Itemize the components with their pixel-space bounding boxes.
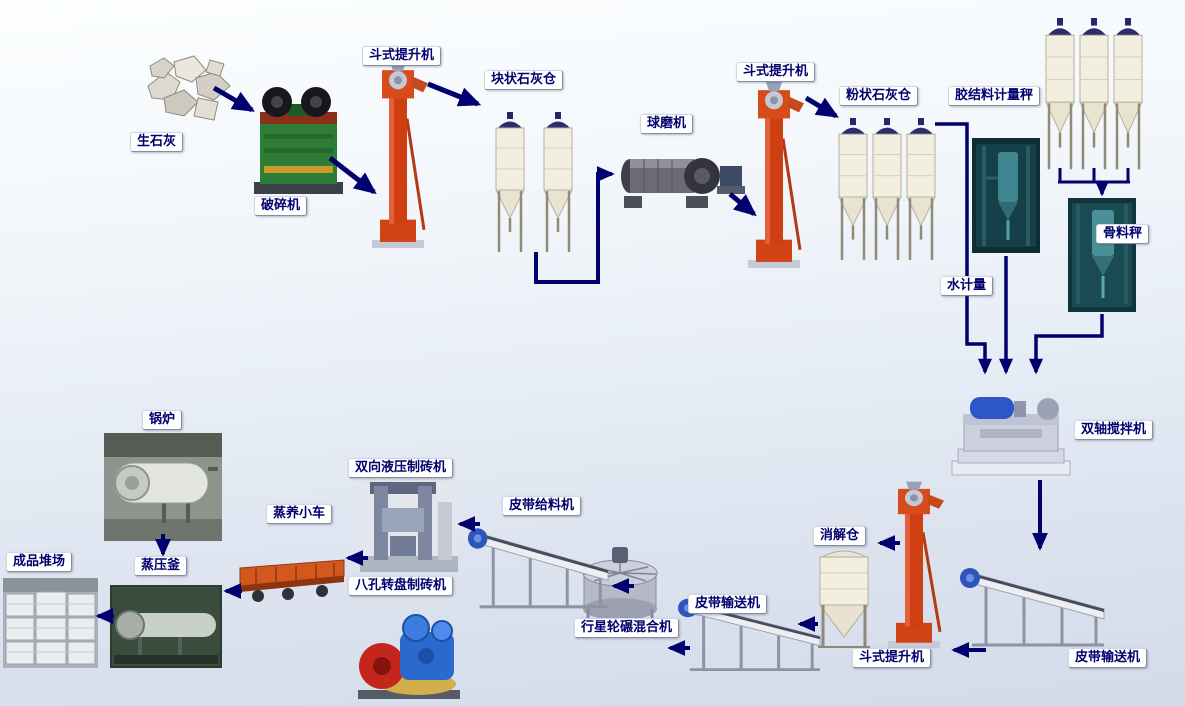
label-bucket-elevator-1: 斗式提升机 [362, 46, 442, 66]
finished-product-yard-image [3, 578, 98, 668]
belt-feeder-icon [466, 513, 612, 615]
label-lump-lime-silo: 块状石灰仓 [484, 70, 564, 90]
label-water-metering: 水计量 [940, 276, 994, 296]
ball-mill-icon [614, 140, 746, 216]
digestion-silo-icon [812, 545, 876, 652]
rotary-brick-machine-icon [356, 604, 462, 702]
label-crusher: 破碎机 [254, 196, 308, 216]
label-bucket-elevator-3: 斗式提升机 [852, 648, 932, 668]
bucket-elevator-2-icon [738, 78, 810, 270]
label-quicklime: 生石灰 [130, 132, 184, 152]
boiler-image [104, 433, 222, 541]
hydraulic-brick-machine-image [360, 478, 458, 572]
label-rotary-brick-machine: 八孔转盘制砖机 [348, 576, 454, 596]
autoclave-image [110, 585, 222, 668]
label-autoclave: 蒸压釜 [134, 556, 188, 576]
belt-conveyor-right-icon [958, 553, 1108, 653]
twin-shaft-mixer-icon [950, 385, 1072, 478]
steam-curing-cart-icon [236, 552, 348, 606]
quicklime-pile-icon [140, 52, 235, 130]
label-powder-lime-silo: 粉状石灰仓 [839, 86, 919, 106]
binder-scale-image [972, 138, 1040, 253]
label-digestion-silo: 消解仓 [813, 526, 867, 546]
bucket-elevator-3-icon [878, 478, 950, 650]
label-planetary-wheel-mixer: 行星轮碾混合机 [574, 618, 680, 638]
label-belt-feeder: 皮带给料机 [502, 496, 582, 516]
label-steam-curing-cart: 蒸养小车 [266, 504, 333, 524]
label-binder-metering-scale: 胶结料计量秤 [948, 86, 1041, 106]
aggregate-scale-image [1068, 198, 1136, 312]
label-ball-mill: 球磨机 [640, 114, 694, 134]
label-hydraulic-brick-machine: 双向液压制砖机 [348, 458, 454, 478]
label-twin-shaft-mixer: 双轴搅拌机 [1074, 420, 1154, 440]
label-belt-conveyor-right: 皮带输送机 [1068, 648, 1148, 668]
jaw-crusher-icon [252, 82, 345, 198]
bucket-elevator-1-icon [362, 58, 434, 250]
label-bucket-elevator-2: 斗式提升机 [736, 62, 816, 82]
label-finished-product-yard: 成品堆场 [6, 552, 73, 572]
label-belt-conveyor-mid: 皮带输送机 [688, 594, 768, 614]
label-aggregate-scale: 骨料秤 [1096, 224, 1150, 244]
label-boiler: 锅炉 [142, 410, 183, 430]
